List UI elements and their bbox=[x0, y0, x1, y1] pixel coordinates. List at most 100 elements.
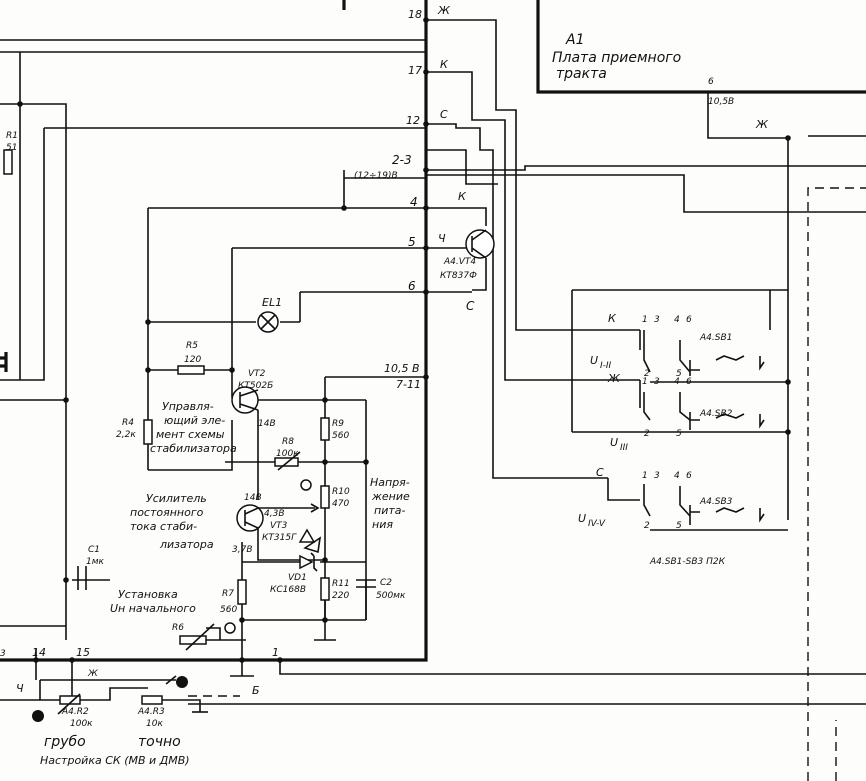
svg-text:КТ315Г: КТ315Г bbox=[262, 533, 297, 543]
svg-text:3: 3 bbox=[654, 377, 660, 387]
resistor-r6: R6 bbox=[172, 622, 236, 651]
svg-text:R5: R5 bbox=[186, 341, 198, 351]
svg-text:VD1: VD1 bbox=[288, 573, 307, 583]
switch-pin-labels: 1 3 4 6 2 5 1 3 4 6 2 5 1 3 4 6 2 5 bbox=[642, 315, 692, 531]
svg-text:10,5 В: 10,5 В bbox=[384, 362, 420, 375]
svg-text:C1: C1 bbox=[88, 545, 100, 555]
svg-text:Установка: Установка bbox=[118, 588, 178, 601]
svg-text:R10: R10 bbox=[332, 487, 350, 497]
svg-text:14: 14 bbox=[32, 646, 46, 659]
svg-text:2: 2 bbox=[644, 369, 650, 379]
svg-text:7-11: 7-11 bbox=[396, 378, 421, 391]
svg-text:3: 3 bbox=[654, 315, 660, 325]
svg-text:К: К bbox=[458, 190, 467, 203]
board-a1-label: A1 Плата приемного тракта bbox=[552, 32, 681, 82]
svg-text:17: 17 bbox=[408, 64, 422, 77]
svg-text:4: 4 bbox=[410, 195, 418, 209]
svg-text:R11: R11 bbox=[332, 579, 350, 589]
svg-text:А4.SB3: А4.SB3 bbox=[699, 497, 733, 507]
switch-sb2: А4.SB2 bbox=[643, 392, 765, 429]
svg-text:C2: C2 bbox=[380, 578, 392, 588]
svg-text:точно: точно bbox=[138, 734, 181, 750]
svg-text:5: 5 bbox=[408, 235, 416, 249]
svg-text:470: 470 bbox=[332, 499, 349, 509]
voltage-labels: 10,5В (12÷19)В 7-11 14В 14В 4,3В 3,7В bbox=[232, 97, 734, 555]
svg-text:EL1: EL1 bbox=[262, 296, 282, 309]
resistor-r5: R5 120 bbox=[177, 341, 205, 375]
svg-text:3: 3 bbox=[654, 471, 660, 481]
svg-text:А4.SB2: А4.SB2 bbox=[699, 409, 733, 419]
potentiometer-r3: А4.R3 10к bbox=[137, 675, 188, 729]
svg-text:51: 51 bbox=[6, 143, 17, 153]
svg-text:6: 6 bbox=[708, 77, 714, 87]
svg-text:U: U bbox=[610, 436, 618, 449]
svg-text:VT2: VT2 bbox=[248, 369, 266, 379]
svg-text:1: 1 bbox=[642, 471, 648, 481]
svg-text:100к: 100к bbox=[276, 449, 299, 459]
wire-letter-labels: Ж К С К Ч С Ж К Ж С Ч Б Ж bbox=[16, 4, 769, 697]
svg-text:КС168В: КС168В bbox=[270, 585, 306, 595]
switch-sb1: А4.SB1 bbox=[643, 330, 765, 373]
svg-text:14В: 14В bbox=[258, 419, 276, 429]
svg-text:постоянного: постоянного bbox=[130, 506, 204, 519]
svg-text:4: 4 bbox=[674, 471, 680, 481]
svg-text:R4: R4 bbox=[122, 418, 134, 428]
svg-text:Настройка СК (МВ и ДМВ): Настройка СК (МВ и ДМВ) bbox=[40, 754, 190, 767]
svg-text:2,2к: 2,2к bbox=[116, 430, 136, 440]
svg-text:(12÷19)В: (12÷19)В bbox=[354, 171, 398, 181]
svg-text:100к: 100к bbox=[70, 719, 93, 729]
svg-text:ющий эле-: ющий эле- bbox=[164, 414, 225, 427]
svg-text:Ч: Ч bbox=[16, 682, 24, 695]
svg-text:С: С bbox=[466, 299, 475, 313]
svg-text:5: 5 bbox=[676, 369, 682, 379]
svg-text:С: С bbox=[440, 108, 448, 121]
svg-text:IV-V: IV-V bbox=[588, 519, 606, 529]
resistor-r10: R10 470 bbox=[300, 479, 350, 513]
svg-text:1: 1 bbox=[642, 315, 648, 325]
svg-text:тока стаби-: тока стаби- bbox=[130, 520, 197, 533]
svg-text:А4.R2: А4.R2 bbox=[61, 707, 89, 717]
svg-text:5: 5 bbox=[676, 521, 682, 531]
svg-text:6: 6 bbox=[686, 471, 692, 481]
svg-text:А4.VT4: А4.VT4 bbox=[443, 257, 476, 267]
potentiometer-r2: А4.R2 100к bbox=[32, 693, 93, 729]
svg-text:5: 5 bbox=[676, 429, 682, 439]
zener-diode-vd1: VD1 КС168В bbox=[270, 536, 322, 595]
svg-text:Ч: Ч bbox=[438, 232, 446, 245]
svg-text:Усилитель: Усилитель bbox=[146, 492, 207, 505]
svg-text:1: 1 bbox=[272, 646, 279, 659]
transistor-vt3: VT3 КТ315Г bbox=[236, 504, 297, 543]
resistor-r1: R1 51 bbox=[3, 131, 18, 175]
svg-text:Ж: Ж bbox=[607, 372, 621, 385]
svg-text:С: С bbox=[596, 466, 604, 479]
svg-text:A1: A1 bbox=[565, 32, 584, 48]
svg-text:2-3: 2-3 bbox=[392, 153, 412, 167]
switch-voltage-labels: U I-II U III U IV-V А4.SB1-SB3 П2К bbox=[578, 354, 726, 567]
svg-text:А4.SB1-SB3 П2К: А4.SB1-SB3 П2К bbox=[649, 557, 726, 567]
svg-text:VT3: VT3 bbox=[270, 521, 288, 531]
switch-sb3: А4.SB3 bbox=[643, 484, 765, 523]
svg-text:А4.R3: А4.R3 bbox=[137, 707, 165, 717]
svg-text:КТ837Ф: КТ837Ф bbox=[440, 271, 477, 281]
svg-text:U: U bbox=[590, 354, 598, 367]
transistor-vt4: А4.VT4 КТ837Ф bbox=[440, 229, 495, 291]
svg-text:18: 18 bbox=[408, 8, 422, 21]
svg-text:6: 6 bbox=[408, 279, 416, 293]
svg-text:14В: 14В bbox=[244, 493, 262, 503]
svg-text:4,3В: 4,3В bbox=[264, 509, 285, 519]
partial-edge-glyph bbox=[0, 352, 8, 372]
function-annotations: Управля- ющий эле- мент схемы стабилизат… bbox=[40, 400, 410, 767]
svg-text:6: 6 bbox=[686, 315, 692, 325]
pin-numbers: 18 17 1 2 2-3 4 5 6 10,5 В 1 14 1 5 6 3 bbox=[0, 8, 714, 659]
svg-text:R1: R1 bbox=[6, 131, 18, 141]
resistor-r8: R8 100к bbox=[274, 437, 301, 471]
ground-symbol bbox=[192, 639, 336, 713]
lamp-el1: EL1 bbox=[257, 296, 282, 333]
warning-triangle bbox=[298, 528, 316, 543]
svg-text:Плата приемного: Плата приемного bbox=[552, 50, 681, 66]
svg-text:3,7В: 3,7В bbox=[232, 545, 253, 555]
capacitor-c1: C1 1мк bbox=[77, 545, 105, 590]
resistor-r4: R4 2,2к bbox=[116, 418, 153, 445]
